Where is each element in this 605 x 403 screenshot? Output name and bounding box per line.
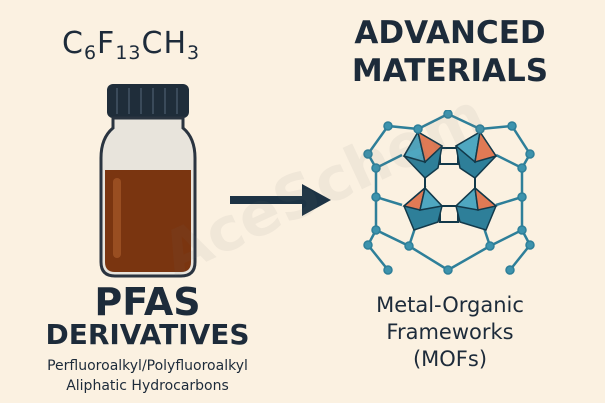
derivatives-subtitle: DERIVATIVES — [45, 318, 250, 351]
arrow-right-icon — [230, 184, 331, 216]
pfas-title: PFAS — [94, 280, 201, 324]
bottle-icon — [99, 84, 197, 278]
chemical-formula: C6F13CH3 — [62, 26, 201, 64]
mof-structure-icon — [363, 110, 535, 275]
